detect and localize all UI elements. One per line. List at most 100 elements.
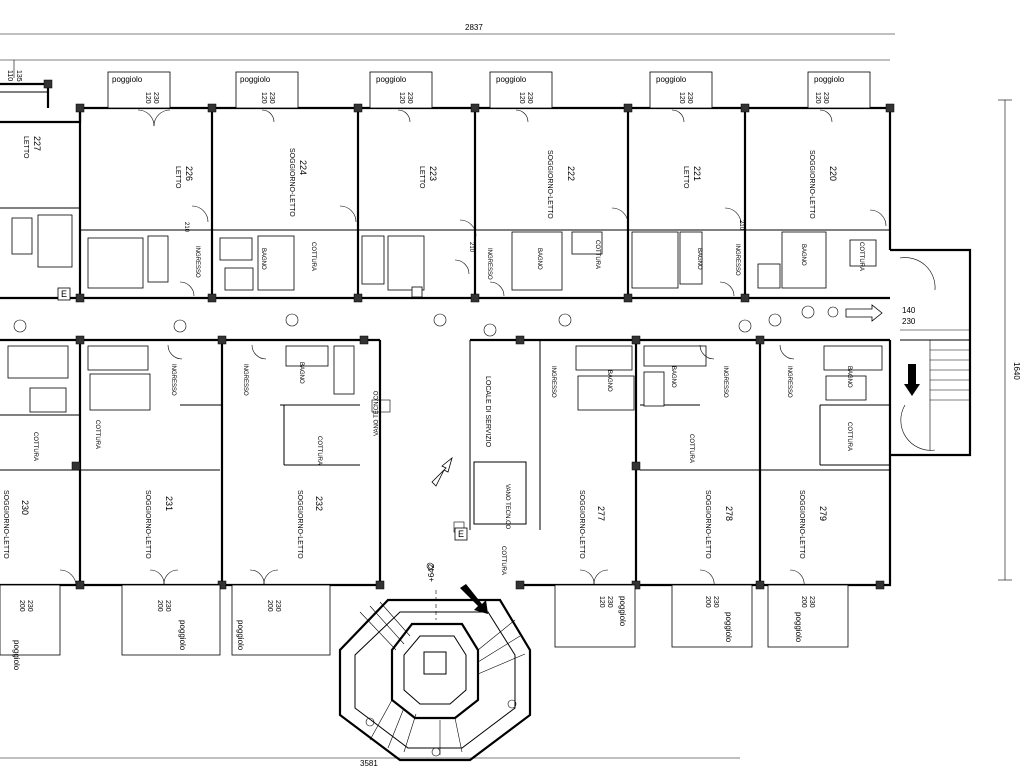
svg-text:poggiolo: poggiolo [794,612,803,643]
svg-text:VANO TECN.CO: VANO TECN.CO [374,391,380,436]
overall-height-label: 1640 [1012,362,1021,380]
svg-text:230: 230 [526,92,533,104]
top-dimension: 2837 [0,23,895,35]
balcony-top-5-label: poggiolo [656,75,687,84]
svg-text:COTTURA: COTTURA [594,240,600,269]
svg-text:120: 120 [518,92,525,104]
svg-text:COTTURA: COTTURA [32,432,38,461]
balcony-top-6-label: poggiolo [814,75,845,84]
svg-text:230: 230 [686,92,693,104]
labels: poggiolo poggiolo poggiolo poggiolo pogg… [2,75,864,671]
svg-text:BAGNO: BAGNO [696,248,702,270]
svg-text:230: 230 [712,596,719,608]
right-dimension: 1640 [998,99,1021,581]
svg-text:210: 210 [738,220,744,231]
svg-text:LETTO: LETTO [22,136,29,159]
bottom-doors [59,344,805,587]
bottom-balconies [0,584,849,656]
svg-text:200: 200 [156,600,163,612]
svg-text:200: 200 [800,596,807,608]
svg-text:SOGGIORNO-LETTO: SOGGIORNO-LETTO [798,490,805,559]
svg-text:INGRESSO: INGRESSO [722,366,728,398]
unit-223-number: 223 [428,166,438,181]
svg-text:poggiolo: poggiolo [178,620,187,651]
balcony-top-3-label: poggiolo [376,75,407,84]
svg-text:COTTURA: COTTURA [94,420,100,449]
svg-text:COTTURA: COTTURA [846,422,852,451]
unit-227-number: 227 [32,136,42,151]
svg-text:230: 230 [902,317,916,326]
svg-text:230: 230 [274,600,281,612]
svg-text:SOGGIORNO-LETTO: SOGGIORNO-LETTO [808,150,815,219]
overall-width-top-label: 2837 [465,23,483,32]
svg-text:210: 210 [183,222,189,233]
svg-text:poggiolo: poggiolo [618,596,627,627]
unit-231-number: 231 [164,496,174,511]
svg-text:INGRESSO: INGRESSO [170,364,176,396]
top-bathrooms [11,214,877,291]
svg-text:BAGNO: BAGNO [800,244,806,266]
unit-230-number: 230 [20,500,30,515]
svg-text:230: 230 [406,92,413,104]
svg-text:LETTO: LETTO [682,166,689,189]
unit-222-number: 222 [566,166,576,181]
svg-text:LETTO: LETTO [418,166,425,189]
svg-text:INGRESSO: INGRESSO [194,246,200,278]
bottom-dimension: 3581 [0,757,740,768]
svg-text:poggiolo: poggiolo [12,640,21,671]
svg-text:INGRESSO: INGRESSO [550,366,556,398]
unit-279-number: 279 [818,506,828,521]
svg-text:LETTO: LETTO [174,166,181,189]
svg-text:120: 120 [814,92,821,104]
svg-text:200: 200 [18,600,25,612]
svg-text:COTTURA: COTTURA [500,546,506,575]
tech-room-label: VANO TECN.CO [504,484,510,529]
svg-text:BAGNO: BAGNO [670,366,676,388]
svg-text:230: 230 [164,600,171,612]
svg-text:BAGNO: BAGNO [606,370,612,392]
balcony-top-1-label: poggiolo [112,75,143,84]
svg-text:230: 230 [606,596,613,608]
top-doors [137,109,887,297]
svg-text:230: 230 [808,596,815,608]
bottom-bathrooms [7,345,883,413]
service-room-label: LOCALE DI SERVIZIO [484,376,491,448]
balcony-top-2-label: poggiolo [240,75,271,84]
svg-text:INGRESSO: INGRESSO [242,364,248,396]
svg-text:poggiolo: poggiolo [236,620,245,651]
svg-text:COTTURA: COTTURA [310,242,316,271]
svg-text:135: 135 [15,70,22,82]
corridor-marks [13,286,883,533]
svg-text:120: 120 [598,596,605,608]
unit-224-number: 224 [298,160,308,175]
unit-278-number: 278 [724,506,734,521]
svg-text:230: 230 [268,92,275,104]
svg-text:INGRESSO: INGRESSO [486,248,492,280]
bottom-units [0,335,890,590]
svg-text:200: 200 [704,596,711,608]
svg-text:120: 120 [398,92,405,104]
svg-text:200: 200 [266,600,273,612]
svg-text:COTTURA: COTTURA [688,434,694,463]
marker-e-left: E [61,289,67,299]
svg-text:140: 140 [902,306,916,315]
svg-text:120: 120 [144,92,151,104]
svg-text:poggiolo: poggiolo [724,612,733,643]
octagonal-stair-tower: +642 [338,562,532,762]
svg-text:COTTURA: COTTURA [858,242,864,271]
svg-text:INGRESSO: INGRESSO [786,366,792,398]
svg-text:BAGNO: BAGNO [298,362,304,384]
right-stair: 140 230 [899,257,970,451]
svg-text:SOGGIORNO-LETTO: SOGGIORNO-LETTO [578,490,585,559]
top-units [0,79,895,303]
svg-text:BAGNO: BAGNO [846,366,852,388]
unit-277-number: 277 [596,506,606,521]
balcony-top-4-label: poggiolo [496,75,527,84]
svg-text:INGRESSO: INGRESSO [734,244,740,276]
unit-220-number: 220 [828,166,838,181]
marker-e-center: E [458,529,464,539]
unit-226-number: 226 [184,166,194,181]
svg-text:BAGNO: BAGNO [536,248,542,270]
top-left-small-dims: 110 135 [6,60,22,82]
